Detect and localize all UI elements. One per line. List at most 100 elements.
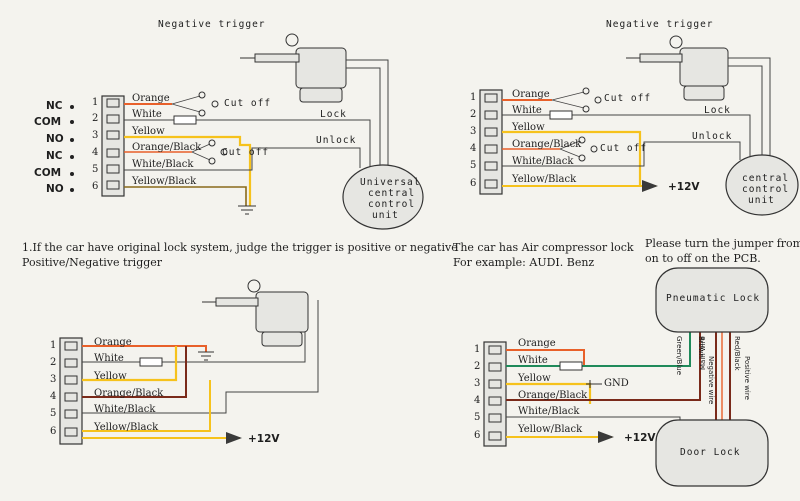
d1-pin-number: 6 — [92, 181, 99, 192]
d1-pin-number: 1 — [92, 97, 99, 108]
d1-wire-label: White — [132, 109, 162, 120]
d4-wire-label: White — [518, 355, 548, 366]
d3-pin-number: 1 — [50, 340, 57, 351]
d2-pin-number: 3 — [470, 126, 477, 137]
d1-unlock-label: Unlock — [316, 135, 357, 146]
note2-line1: The car has Air compressor lock — [453, 241, 634, 254]
d1-wire-label: White/Black — [132, 159, 194, 170]
note1-line1: 1.If the car have original lock system, … — [22, 241, 458, 254]
d1-side-label: COM — [34, 167, 62, 179]
d3-plus12-label: +12V — [248, 433, 280, 445]
pneumatic-lock-box — [655, 267, 769, 333]
d4-wire-label: White/Black — [518, 406, 580, 417]
d3-wire-label: White — [94, 353, 124, 364]
d3-wire-label: White/Black — [94, 404, 156, 415]
d1-unit-text: Universal — [360, 177, 421, 188]
d2-unit-text: central — [742, 173, 790, 184]
d1-pin-number: 3 — [92, 130, 99, 141]
diagram-2 — [479, 35, 799, 216]
d4-wire-label: Orange — [518, 338, 556, 349]
d3-pin-number: 5 — [50, 408, 57, 419]
d1-wire-label: Orange — [132, 93, 170, 104]
d2-wire-label: White/Black — [512, 156, 574, 167]
d2-pin-number: 1 — [470, 92, 477, 103]
d4-vertical-label: Negative wire — [707, 356, 715, 405]
d2-plus12-label: +12V — [668, 181, 700, 193]
d4-pin-number: 6 — [474, 430, 481, 441]
white-wire — [124, 119, 371, 168]
d3-pin-number: 3 — [50, 374, 57, 385]
d2-cutoff-label: Cut off — [600, 143, 648, 154]
d1-side-label: NO — [46, 133, 64, 145]
d4-wire-label: Yellow — [518, 373, 551, 384]
control-unit — [342, 164, 424, 230]
d2-title: Negative trigger — [606, 19, 714, 30]
yellow-wire — [124, 135, 252, 206]
d2-wire-label: Orange — [512, 89, 550, 100]
d4-vertical-label: Green/Blue — [675, 336, 683, 376]
d1-pin-number: 4 — [92, 147, 99, 158]
door-lock-box — [655, 419, 769, 487]
d2-wire-label: White — [512, 105, 542, 116]
d1-side-label: COM — [34, 116, 62, 128]
side-bullets — [70, 105, 74, 192]
d3-wire-label: Orange — [94, 337, 132, 348]
d2-pin-number: 5 — [470, 160, 477, 171]
note3-line2: on to off on the PCB. — [645, 252, 761, 265]
diagram-1 — [70, 33, 424, 230]
d1-wire-label: Orange/Black — [132, 142, 202, 153]
ground-symbol — [238, 205, 256, 215]
note1-line2: Positive/Negative trigger — [22, 256, 163, 269]
d1-cutoff-label: Cut off — [224, 98, 272, 109]
d1-unit-text: unit — [372, 210, 399, 221]
d4-gnd-label: GND — [604, 378, 629, 389]
note3-line1: Please turn the jumper from — [645, 237, 800, 250]
d3-pin-number: 2 — [50, 357, 57, 368]
d1-lock-label: Lock — [320, 109, 347, 120]
d3-pin-number: 6 — [50, 426, 57, 437]
d4-pneumatic-label: Pneumatic Lock — [666, 293, 761, 304]
d2-unit-text: control — [742, 184, 790, 195]
d2-cutoff-label: Cut off — [604, 93, 652, 104]
connector-pins — [106, 98, 120, 190]
d2-wire-label: Orange/Black — [512, 139, 582, 150]
d4-pin-number: 1 — [474, 344, 481, 355]
d4-wire-label: Orange/Black — [518, 390, 588, 401]
d2-lock-label: Lock — [704, 105, 731, 116]
d4-pin-number: 3 — [474, 378, 481, 389]
d1-cutoff-label: Cut off — [222, 147, 270, 158]
d3-wire-label: Orange/Black — [94, 388, 164, 399]
d4-pin-number: 4 — [474, 395, 481, 406]
d3-pin-number: 4 — [50, 391, 57, 402]
diagram-4 — [483, 267, 769, 487]
d1-side-label: NC — [46, 150, 63, 162]
d1-side-label: NC — [46, 100, 63, 112]
d4-wire-label: Yellow/Black — [518, 424, 583, 435]
d1-unit-text: control — [368, 199, 416, 210]
door-lock-actuator — [240, 33, 347, 103]
d4-door-label: Door Lock — [680, 447, 741, 458]
d4-vertical-label: Main wire — [699, 336, 707, 370]
d4-plus12-label: +12V — [624, 432, 656, 444]
d2-pin-number: 2 — [470, 109, 477, 120]
note2-line2: For example: AUDI. Benz — [453, 256, 595, 269]
d1-wire-label: Yellow — [132, 126, 165, 137]
d1-pin-number: 5 — [92, 164, 99, 175]
resistor — [173, 115, 197, 125]
d2-wire-label: Yellow — [512, 122, 545, 133]
diagram-3 — [59, 279, 319, 445]
d4-pin-number: 2 — [474, 361, 481, 372]
d3-wire-label: Yellow — [94, 371, 127, 382]
d4-vertical-label: Positive wire — [743, 356, 751, 400]
d3-wire-label: Yellow/Black — [94, 422, 159, 433]
d1-side-label: NO — [46, 183, 64, 195]
d2-unit-text: unit — [748, 195, 775, 206]
d2-wire-label: Yellow/Black — [512, 174, 577, 185]
d1-pin-number: 2 — [92, 113, 99, 124]
d1-unit-text: central — [368, 188, 416, 199]
d2-pin-number: 4 — [470, 143, 477, 154]
d2-unlock-label: Unlock — [692, 131, 733, 142]
d1-title: Negative trigger — [158, 19, 266, 30]
